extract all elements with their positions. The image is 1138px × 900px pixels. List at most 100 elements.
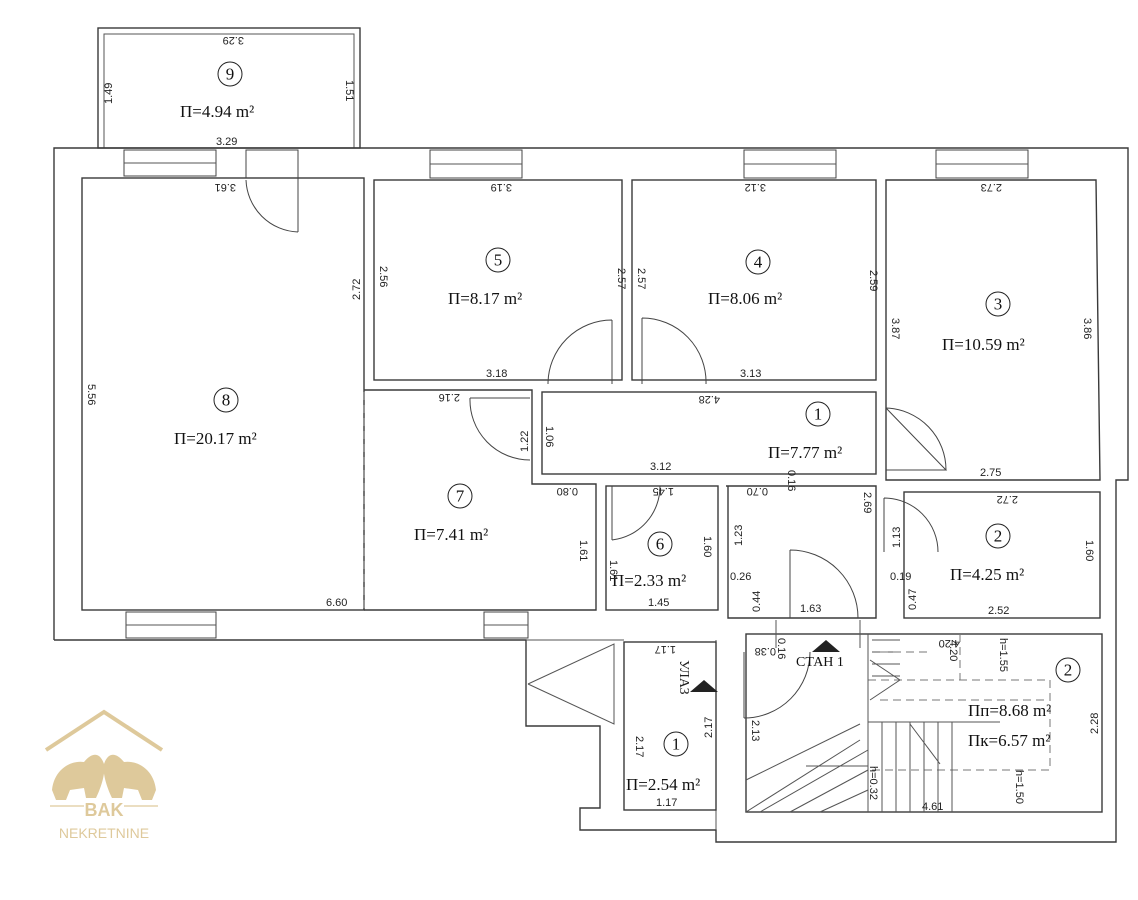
entrance-room (623, 641, 717, 811)
dimension-label: 0.38 (755, 645, 776, 657)
dimension-label: 2.57 (615, 268, 627, 289)
dimension-label: 4.20 (947, 640, 959, 661)
dimension-label: 0.19 (890, 571, 911, 583)
stairs (745, 634, 1051, 813)
dimension-label: 2.13 (749, 720, 761, 741)
room-1 (541, 391, 877, 475)
brand-logo: BAK NEKRETNINE (44, 709, 164, 841)
entrance-room-area: П=2.54 m² (626, 775, 700, 794)
dimension-label: h=1.55 (997, 638, 1009, 672)
dimension-label: 1.13 (891, 527, 903, 548)
dimension-label: h=0.32 (867, 766, 879, 800)
dimension-label: 4.28 (699, 393, 720, 405)
room-7-number: 7 (456, 487, 465, 506)
room-2-area: П=4.25 m² (950, 565, 1024, 584)
dimension-label: 0.44 (751, 591, 763, 612)
dimension-label: 2.73 (981, 181, 1002, 193)
room-circles (213, 61, 1081, 757)
dimension-label: 1.49 (103, 83, 115, 104)
stair-room-number: 2 (1064, 661, 1073, 680)
dimension-label: 3.12 (650, 461, 671, 473)
corridor (726, 485, 877, 619)
dimension-label: 2.28 (1089, 713, 1101, 734)
stair-room-area-floor: Пп=8.68 m² (968, 701, 1051, 720)
dimension-label: h=1.50 (1013, 770, 1025, 804)
roof-icon (44, 709, 164, 752)
entrance-room-number: 1 (672, 735, 681, 754)
room-4 (631, 179, 877, 381)
dimensions: 3.29 1.49 1.51 3.29 3.61 3.19 3.12 2.73 … (85, 34, 1101, 813)
dimension-label: 3.86 (1081, 318, 1093, 339)
dimension-label: 2.69 (861, 492, 873, 513)
windows (123, 149, 1029, 639)
stair-room-area-usable: Пк=6.57 m² (968, 731, 1050, 750)
entrance-label: УЛАЗ (676, 660, 691, 695)
room-2-number: 2 (994, 527, 1003, 546)
room-1-area: П=7.77 m² (768, 443, 842, 462)
dimension-label: 0.26 (730, 571, 751, 583)
dimension-label: 1.63 (800, 603, 821, 615)
room-2-bath (903, 491, 1101, 619)
dimension-label: 2.17 (703, 717, 715, 738)
room-3-area: П=10.59 m² (942, 335, 1025, 354)
dimension-label: 1.60 (701, 536, 713, 557)
dimension-label: 2.16 (439, 391, 460, 403)
dimension-label: 1.60 (1083, 540, 1095, 561)
dimension-label: 1.06 (543, 426, 555, 447)
room-3 (885, 179, 1101, 481)
dimension-label: 2.17 (633, 736, 645, 757)
outer-wall (53, 147, 1129, 843)
room-3-number: 3 (994, 295, 1003, 314)
brand-name: BAK (85, 800, 124, 820)
dimension-label: 3.87 (889, 318, 901, 339)
dimension-label: 2.59 (867, 270, 879, 291)
entrance-arrow-icon (690, 680, 718, 692)
apartment-arrow-icon (812, 640, 840, 652)
dimension-label: 1.17 (656, 797, 677, 809)
bull-icon (52, 754, 105, 800)
dimension-label: 1.61 (607, 560, 619, 581)
room-6 (605, 485, 719, 611)
room-7 (364, 389, 597, 611)
dimension-label: 6.60 (326, 597, 347, 609)
dimension-label: 1.45 (648, 597, 669, 609)
dimension-label: 1.51 (343, 80, 355, 101)
dimension-label: 1.22 (519, 431, 531, 452)
brand-subtitle: NEKRETNINE (59, 825, 149, 841)
room-5-area: П=8.17 m² (448, 289, 522, 308)
dimension-label: 3.29 (216, 136, 237, 148)
doors (245, 149, 948, 719)
apartment-label: СТАН 1 (796, 655, 844, 670)
dimension-label: 2.56 (377, 266, 389, 287)
dimension-label: 0.70 (747, 485, 768, 497)
dimension-label: 2.57 (635, 268, 647, 289)
dimension-label: 1.23 (733, 525, 745, 546)
room-5 (373, 179, 623, 381)
dimension-label: 3.61 (215, 181, 236, 193)
room-7-area: П=7.41 m² (414, 525, 488, 544)
room-9-number: 9 (226, 65, 235, 84)
room-8-number: 8 (222, 391, 231, 410)
room-9-area: П=4.94 m² (180, 102, 254, 121)
dimension-label: 2.52 (988, 605, 1009, 617)
dimension-label: 1.61 (577, 540, 589, 561)
room-5-number: 5 (494, 251, 503, 270)
dimension-label: 4.61 (922, 801, 943, 813)
room-4-area: П=8.06 m² (708, 289, 782, 308)
dimension-label: 0.80 (557, 485, 578, 497)
room-1-number: 1 (814, 405, 823, 424)
dimension-label: 3.18 (486, 368, 507, 380)
dimension-label: 0.16 (775, 638, 787, 659)
dimension-label: 3.29 (223, 34, 244, 46)
dimension-label: 4.20 (939, 637, 960, 649)
dimension-label: 1.45 (653, 485, 674, 497)
dimension-label: 1.17 (655, 643, 676, 655)
dimension-label: 5.56 (85, 384, 97, 405)
room-8-area: П=20.17 m² (174, 429, 257, 448)
room-6-number: 6 (656, 535, 665, 554)
dimension-label: 2.72 (351, 279, 363, 300)
dimension-label: 3.13 (740, 368, 761, 380)
room-6-area: П=2.33 m² (612, 571, 686, 590)
dimension-label: 2.72 (997, 493, 1018, 505)
